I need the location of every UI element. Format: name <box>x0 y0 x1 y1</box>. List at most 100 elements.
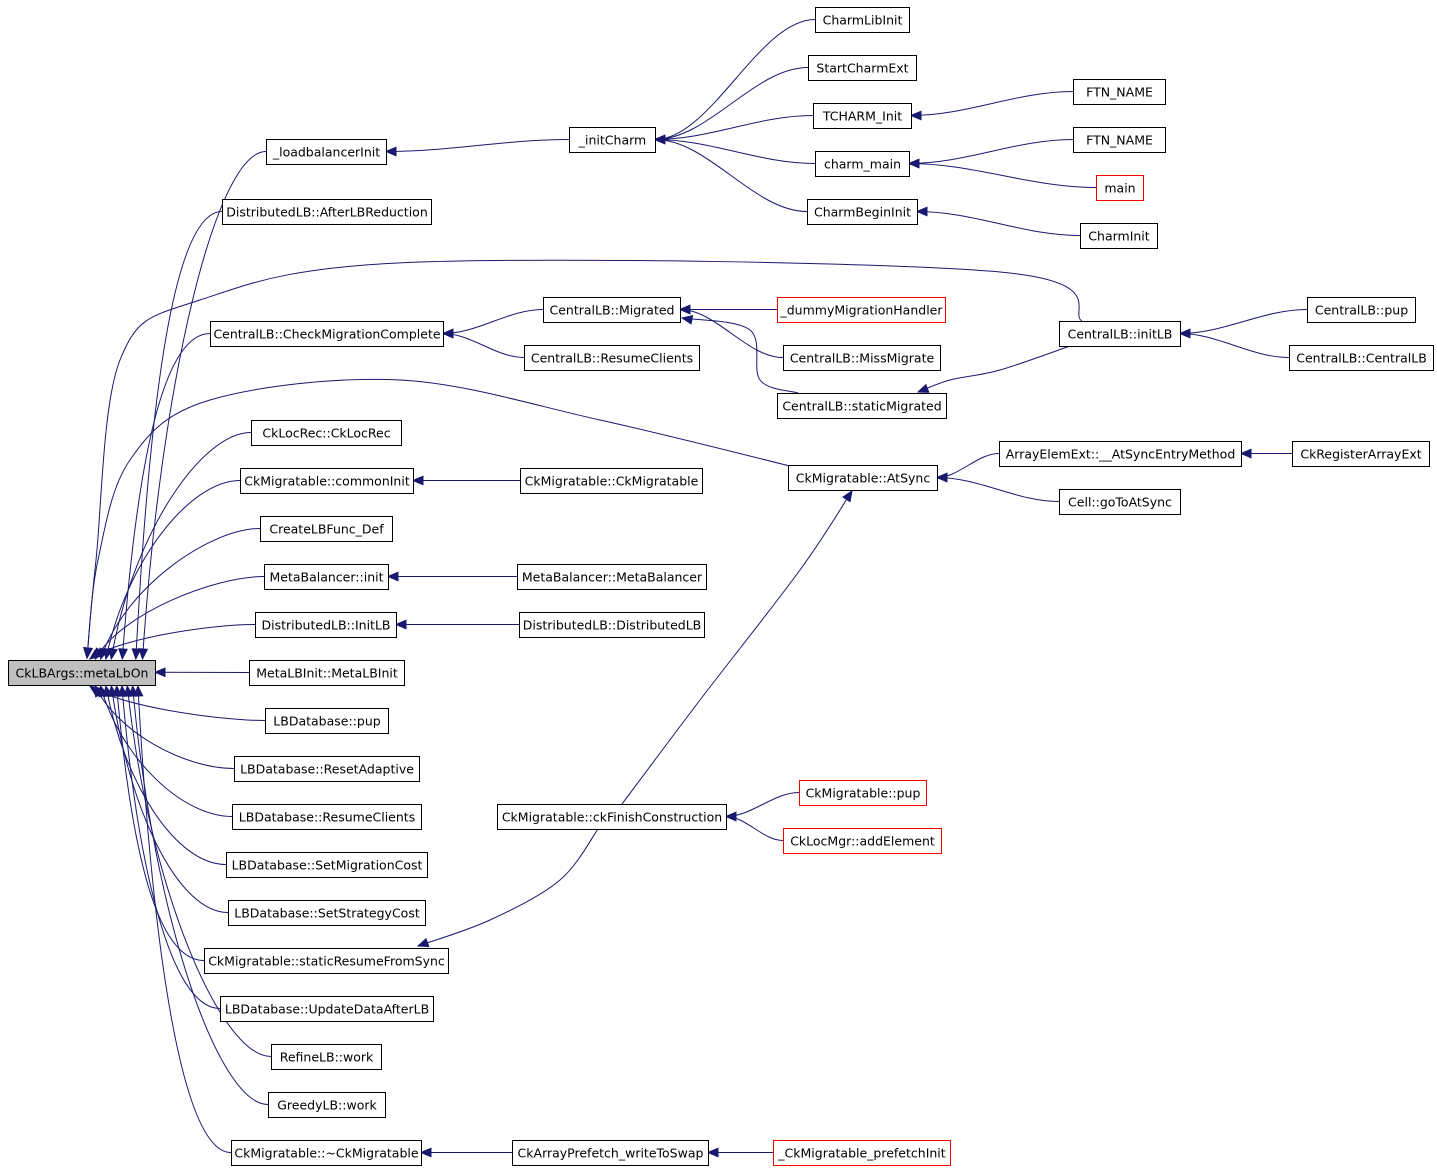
node-startCharmExt[interactable]: StartCharmExt <box>808 55 917 81</box>
node-box <box>815 151 910 177</box>
edge-line <box>908 139 1074 164</box>
node-box <box>271 1044 382 1070</box>
edge-arrowhead <box>153 667 166 678</box>
node-clbMiss[interactable]: CentralLB::MissMigrate <box>783 345 941 371</box>
edge-arrowhead <box>133 684 144 697</box>
edge-lbdbResume-to-root <box>98 684 233 817</box>
edge-clbPup-to-clbInitLB <box>1178 309 1308 339</box>
node-box <box>1073 127 1166 153</box>
node-charmLibInit[interactable]: CharmLibInit <box>815 7 910 33</box>
edge-ftn2-to-charmMain <box>907 139 1074 169</box>
node-ftn1[interactable]: FTN_NAME <box>1073 79 1166 105</box>
node-prefetchSwap[interactable]: CkArrayPrefetch_writeToSwap <box>512 1140 709 1166</box>
node-ckLocRec[interactable]: CkLocRec::CkLocRec <box>251 420 402 446</box>
node-lbdbSetStrat[interactable]: LBDatabase::SetStrategyCost <box>228 900 426 926</box>
node-dlbAfter[interactable]: DistributedLB::AfterLBReduction <box>222 199 432 225</box>
node-label: MetaBalancer::init <box>269 570 383 585</box>
edge-arrowhead <box>909 110 922 121</box>
node-box <box>773 1140 951 1166</box>
node-ckRegArrayExt[interactable]: CkRegisterArrayExt <box>1292 441 1430 467</box>
node-label: CentralLB::ResumeClients <box>531 351 693 366</box>
node-arrayElemExt[interactable]: ArrayElemExt::__AtSyncEntryMethod <box>999 441 1242 467</box>
node-clbCheck[interactable]: CentralLB::CheckMigrationComplete <box>210 321 444 347</box>
node-ckLocMgrAdd[interactable]: CkLocMgr::addElement <box>783 828 942 854</box>
node-clbResume[interactable]: CentralLB::ResumeClients <box>524 345 700 371</box>
edge-cellGoTo-to-ckMigAtSync <box>935 472 1060 502</box>
node-lbdbReset[interactable]: LBDatabase::ResetAdaptive <box>234 756 420 782</box>
edge-arrowhead <box>935 472 948 483</box>
node-loadbalancerInit[interactable]: _loadbalancerInit <box>266 139 387 165</box>
node-refine[interactable]: RefineLB::work <box>271 1044 382 1070</box>
node-ckMigAtSync[interactable]: CkMigratable::AtSync <box>788 465 938 491</box>
node-ckMigCommon[interactable]: CkMigratable::commonInit <box>240 468 414 494</box>
node-charmInit[interactable]: CharmInit <box>1080 223 1158 249</box>
node-box <box>777 393 947 419</box>
node-label: LBDatabase::SetStrategyCost <box>234 906 420 921</box>
node-dlbInit[interactable]: DistributedLB::InitLB <box>255 612 397 638</box>
node-box <box>815 7 910 33</box>
edge-prefetchSwap-to-ckMigDtor <box>419 1147 512 1158</box>
node-box <box>266 139 387 165</box>
edge-ckMigStatic-to-root <box>112 684 205 961</box>
node-label: RefineLB::work <box>280 1050 374 1065</box>
node-clbInitLB[interactable]: CentralLB::initLB <box>1059 321 1181 347</box>
edge-line <box>654 115 814 140</box>
node-metaInit[interactable]: MetaBalancer::init <box>264 564 389 590</box>
node-box <box>210 321 444 347</box>
node-initCharm[interactable]: _initCharm <box>569 127 656 153</box>
node-box <box>1059 489 1181 515</box>
node-box <box>228 900 426 926</box>
edge-arrowhead <box>916 383 930 393</box>
node-lbdbUpdate[interactable]: LBDatabase::UpdateDataAfterLB <box>220 996 434 1022</box>
node-charmBeginInit[interactable]: CharmBeginInit <box>807 199 918 225</box>
node-cellGoTo[interactable]: Cell::goToAtSync <box>1059 489 1181 515</box>
node-ftn2[interactable]: FTN_NAME <box>1073 127 1166 153</box>
node-label: DistributedLB::AfterLBReduction <box>226 205 428 220</box>
node-tcharmInit[interactable]: TCHARM_Init <box>813 103 912 129</box>
node-metaCtor[interactable]: MetaBalancer::MetaBalancer <box>517 564 707 590</box>
node-dummyMig[interactable]: _dummyMigrationHandler <box>777 297 946 323</box>
edge-dlbAfter-to-root <box>131 211 223 661</box>
node-clbStaticMig[interactable]: CentralLB::staticMigrated <box>777 393 947 419</box>
node-label: GreedyLB::work <box>277 1098 377 1113</box>
node-label: CentralLB::CheckMigrationComplete <box>213 327 440 342</box>
node-charmMain[interactable]: charm_main <box>815 151 910 177</box>
node-prefetchInit[interactable]: _CkMigratable_prefetchInit <box>773 1140 951 1166</box>
node-ckMigPup[interactable]: CkMigratable::pup <box>799 780 927 806</box>
node-label: CharmBeginInit <box>814 205 911 220</box>
node-metaLBInit[interactable]: MetaLBInit::MetaLBInit <box>249 660 405 686</box>
edge-line <box>86 378 791 659</box>
edge-line <box>621 490 853 805</box>
node-clbCtor[interactable]: CentralLB::CentralLB <box>1289 345 1434 371</box>
node-label: _loadbalancerInit <box>272 145 380 160</box>
edge-line <box>1179 333 1290 358</box>
node-box <box>8 660 156 686</box>
node-box <box>1096 175 1144 201</box>
edge-clbInitLB-to-clbStaticMig <box>916 345 1071 393</box>
node-box <box>265 708 389 734</box>
node-main[interactable]: main <box>1096 175 1144 201</box>
node-label: CkLocRec::CkLocRec <box>262 426 390 441</box>
edge-charmMain-to-initCharm <box>653 134 816 164</box>
node-label: LBDatabase::ResetAdaptive <box>240 762 414 777</box>
node-lbdbPup[interactable]: LBDatabase::pup <box>265 708 389 734</box>
node-ckMigDtor[interactable]: CkMigratable::~CkMigratable <box>231 1140 422 1166</box>
edge-arrowhead <box>724 811 737 822</box>
node-createLB[interactable]: CreateLBFunc_Def <box>260 516 393 542</box>
node-box <box>268 1092 386 1118</box>
node-lbdbSetMig[interactable]: LBDatabase::SetMigrationCost <box>226 852 428 878</box>
node-ckMigCtor[interactable]: CkMigratable::CkMigratable <box>520 468 703 494</box>
edge-line <box>681 317 799 394</box>
node-box <box>512 1140 709 1166</box>
node-label: ArrayElemExt::__AtSyncEntryMethod <box>1006 447 1236 462</box>
node-clbMigrated[interactable]: CentralLB::Migrated <box>543 297 681 323</box>
node-label: CentralLB::pup <box>1315 303 1408 318</box>
node-label: CharmLibInit <box>823 13 903 28</box>
node-ckMigStatic[interactable]: CkMigratable::staticResumeFromSync <box>204 948 449 974</box>
node-ckMigFinish[interactable]: CkMigratable::ckFinishConstruction <box>497 804 727 830</box>
node-box <box>517 564 707 590</box>
node-dlbCtor[interactable]: DistributedLB::DistributedLB <box>519 612 705 638</box>
node-clbPup[interactable]: CentralLB::pup <box>1307 297 1416 323</box>
node-lbdbResume[interactable]: LBDatabase::ResumeClients <box>232 804 422 830</box>
node-greedy[interactable]: GreedyLB::work <box>268 1092 386 1118</box>
